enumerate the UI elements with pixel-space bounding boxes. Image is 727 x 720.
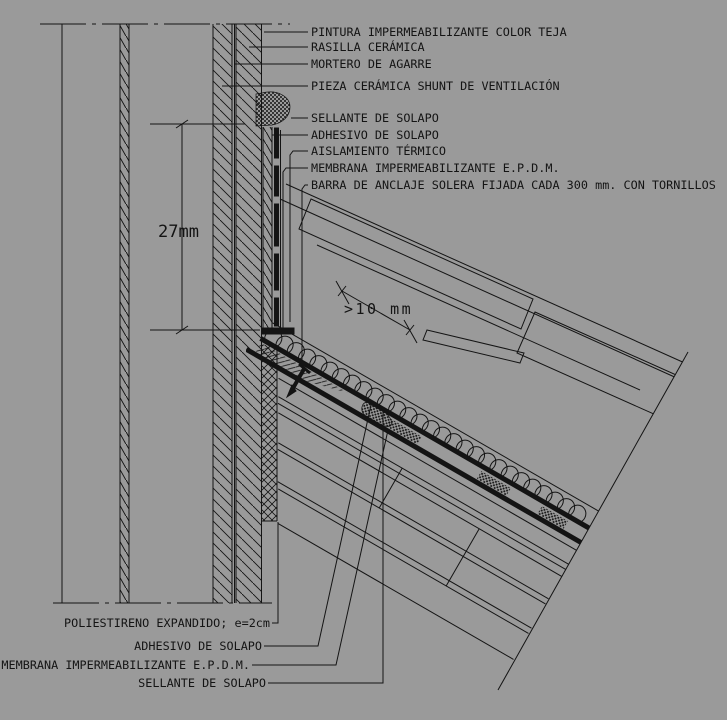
membrane-corner-bend bbox=[261, 327, 295, 335]
ceramic-tile bbox=[516, 311, 684, 420]
label-sellante-bottom: SELLANTE DE SOLAPO bbox=[138, 676, 266, 690]
upstand-insulation-strip bbox=[263, 127, 272, 333]
leader-lines bbox=[222, 31, 389, 684]
ceramic-tile bbox=[298, 198, 534, 330]
label-aislamiento: AISLAMIENTO TÉRMICO bbox=[311, 143, 446, 158]
shunt-duct-leaf bbox=[213, 24, 232, 603]
label-membrana-top: MEMBRANA IMPERMEABILIZANTE E.P.D.M. bbox=[311, 161, 560, 175]
dimension-27mm: 27mm bbox=[150, 119, 260, 335]
label-poliestireno: POLIESTIRENO EXPANDIDO; e=2cm bbox=[64, 616, 270, 630]
anchor-screw bbox=[285, 362, 311, 399]
roof-buildup bbox=[246, 322, 600, 660]
label-pieza-ceramica: PIEZA CERÁMICA SHUNT DE VENTILACIÓN bbox=[311, 78, 560, 93]
label-membrana-bottom: MEMBRANA IMPERMEABILIZANTE E.P.D.M. bbox=[1, 658, 250, 672]
epdm-membrane-upper bbox=[259, 336, 591, 531]
label-barra-anclaje: BARRA DE ANCLAJE SOLERA FIJADA CADA 300 … bbox=[311, 178, 716, 192]
dimension-27mm-text: 27mm bbox=[158, 222, 199, 242]
label-adhesivo-bottom: ADHESIVO DE SOLAPO bbox=[134, 639, 262, 653]
dimension-overlap: >10 mm bbox=[335, 280, 418, 344]
roof-deck-lines bbox=[277, 377, 577, 660]
thermal-insulation-coil bbox=[264, 329, 587, 523]
lap-adhesive-dab bbox=[537, 506, 568, 529]
label-pintura: PINTURA IMPERMEABILIZANTE COLOR TEJA bbox=[311, 25, 567, 39]
label-rasilla: RASILLA CERÁMICA bbox=[311, 39, 425, 54]
expanded-polystyrene bbox=[262, 345, 277, 521]
top-sealant-blob bbox=[255, 91, 291, 127]
inner-leaf-hatch bbox=[120, 24, 129, 603]
label-sellante-top: SELLANTE DE SOLAPO bbox=[311, 111, 439, 125]
break-edge bbox=[497, 351, 689, 691]
upstand-membrane bbox=[261, 127, 295, 335]
label-adhesivo-top: ADHESIVO DE SOLAPO bbox=[311, 128, 439, 142]
roof-assembly bbox=[246, 183, 688, 660]
tile-batten bbox=[422, 329, 525, 364]
epdm-membrane-lower bbox=[246, 347, 583, 545]
wall-section bbox=[40, 23, 295, 604]
dimension-overlap-text: >10 mm bbox=[344, 300, 413, 318]
mortar-bed-line bbox=[272, 322, 600, 512]
label-mortero: MORTERO DE AGARRE bbox=[311, 57, 432, 71]
lap-adhesive-dab bbox=[385, 418, 422, 445]
lap-adhesive-dab bbox=[476, 471, 511, 496]
callout-labels: PINTURA IMPERMEABILIZANTE COLOR TEJA RAS… bbox=[1, 25, 715, 690]
